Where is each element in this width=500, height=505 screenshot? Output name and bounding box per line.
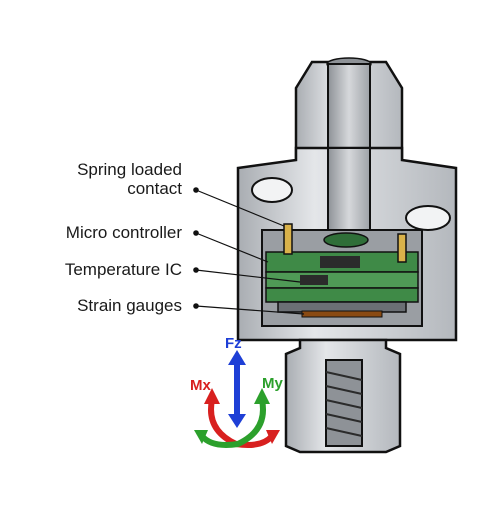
micro-controller-chip	[320, 256, 360, 268]
bottom-stem	[284, 338, 402, 454]
mount-hole-left	[251, 177, 293, 203]
micro-controller-label: Micro controller	[65, 223, 182, 242]
mx-label: Mx	[190, 377, 211, 394]
strain-gauges-label: Strain gauges	[77, 296, 182, 315]
spring-contact-label-line2: contact	[127, 179, 182, 198]
spring-contact-label-line1: Spring loaded	[77, 160, 182, 179]
temperature-ic-board	[265, 271, 419, 289]
mx-arrow-icon	[204, 388, 220, 404]
axis-arrows: Fz Mx My	[190, 335, 283, 448]
pcb-stack	[265, 223, 419, 318]
spring-contact-right	[397, 233, 407, 263]
my-arrow-icon	[254, 388, 270, 404]
fz-label: Fz	[225, 335, 242, 352]
strain-gauge	[301, 310, 383, 318]
mount-hole-right	[405, 205, 451, 231]
spring-contact-left	[283, 223, 293, 255]
spring-contact-label: Spring loaded contact	[77, 160, 182, 198]
my-label: My	[262, 375, 283, 392]
fz-arrow-icon	[228, 350, 246, 365]
temperature-ic-chip	[300, 275, 328, 285]
temperature-ic-label: Temperature IC	[64, 260, 182, 279]
